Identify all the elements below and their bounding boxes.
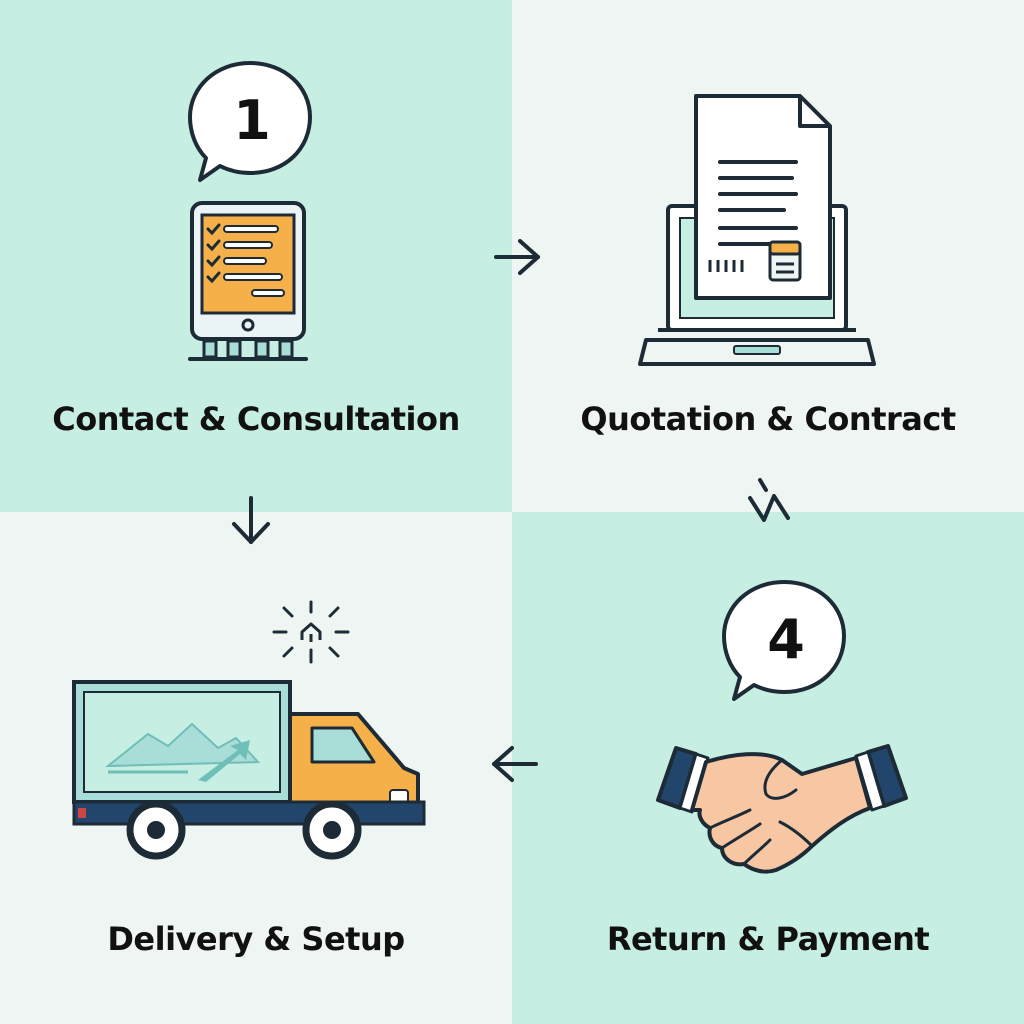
step-label: Quotation & Contract	[580, 400, 956, 438]
badge-number: 4	[767, 608, 805, 671]
step-contact-consultation: 1	[0, 0, 512, 512]
tablet-checklist-icon	[188, 201, 308, 361]
step-badge-1: 1	[188, 61, 312, 182]
delivery-truck-icon	[72, 680, 426, 860]
handshake-icon	[656, 744, 908, 874]
step-return-payment: 4 Return & Payment	[512, 512, 1024, 1024]
step-label: Return & Payment	[606, 920, 930, 958]
arrow-zigzag-icon	[748, 478, 790, 522]
step-label: Contact & Consultation	[52, 400, 460, 438]
badge-number: 1	[233, 89, 271, 152]
step-delivery-setup: Delivery & Setup	[0, 512, 512, 1024]
step-label: Delivery & Setup	[107, 920, 405, 958]
arrow-down-icon	[232, 496, 270, 544]
laptop-document-icon	[638, 94, 876, 366]
arrow-left-icon	[492, 746, 538, 782]
sparkle-icon	[272, 600, 350, 664]
arrow-right-icon	[494, 239, 540, 275]
step-badge-4: 4	[722, 580, 846, 701]
step-quotation-contract: Quotation & Contract	[512, 0, 1024, 512]
